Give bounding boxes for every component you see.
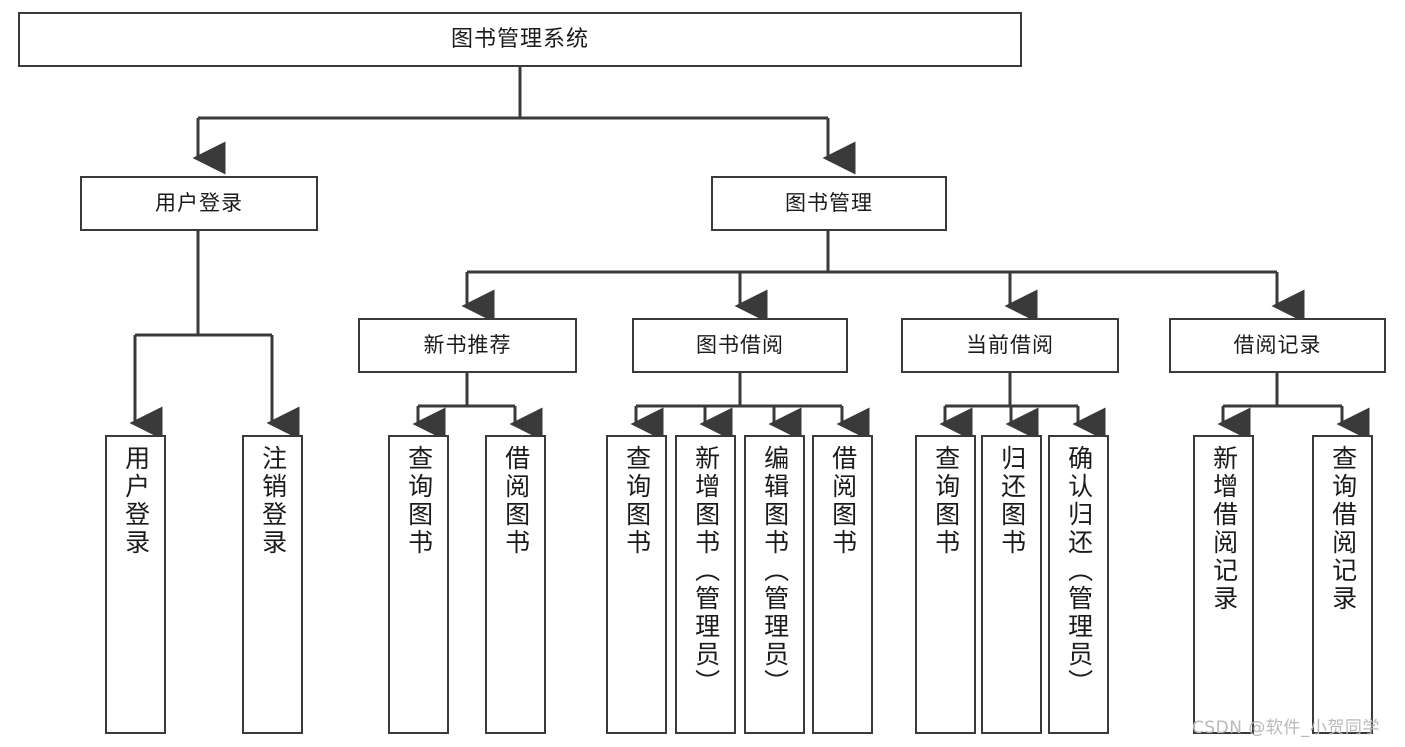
node-user-login[interactable]: 用户登录 (80, 176, 318, 231)
watermark: CSDN @软件_小贺同学 (1192, 718, 1380, 738)
leaf-query-borrow-record[interactable]: 查询借阅记录 (1312, 435, 1373, 734)
node-label: 查询图书 (622, 445, 652, 557)
node-label: 当前借阅 (966, 333, 1054, 357)
leaf-add-book-admin[interactable]: 新增图书（管理员） (675, 435, 736, 734)
node-label: 编辑图书（管理员） (760, 445, 790, 697)
node-label: 注销登录 (258, 445, 288, 557)
leaf-edit-book-admin[interactable]: 编辑图书（管理员） (744, 435, 805, 734)
leaf-borrow-book-new[interactable]: 借阅图书 (485, 435, 546, 734)
leaf-add-borrow-record[interactable]: 新增借阅记录 (1193, 435, 1254, 734)
node-label: 借阅记录 (1233, 333, 1322, 357)
node-label: 确认归还（管理员） (1064, 445, 1094, 697)
node-new-book-recommend[interactable]: 新书推荐 (358, 318, 577, 373)
node-root-library-system[interactable]: 图书管理系统 (18, 12, 1022, 67)
node-label: 查询图书 (931, 445, 961, 557)
leaf-user-logout[interactable]: 注销登录 (242, 435, 303, 734)
node-label: 图书管理 (785, 191, 873, 215)
node-label: 归还图书 (997, 445, 1027, 557)
node-label: 用户登录 (121, 445, 151, 557)
node-label: 新书推荐 (423, 333, 512, 357)
leaf-return-book[interactable]: 归还图书 (981, 435, 1042, 734)
node-label: 新增图书（管理员） (691, 445, 721, 697)
node-book-management[interactable]: 图书管理 (711, 176, 947, 231)
node-label: 借阅图书 (501, 445, 531, 557)
leaf-borrow-book[interactable]: 借阅图书 (812, 435, 873, 734)
leaf-user-login[interactable]: 用户登录 (105, 435, 166, 734)
node-borrow-record[interactable]: 借阅记录 (1169, 318, 1386, 373)
node-label: 查询借阅记录 (1328, 445, 1358, 613)
node-book-borrow[interactable]: 图书借阅 (632, 318, 848, 373)
leaf-query-book-new[interactable]: 查询图书 (388, 435, 449, 734)
node-label: 查询图书 (404, 445, 434, 557)
node-label: 用户登录 (155, 191, 243, 215)
node-label: 借阅图书 (828, 445, 858, 557)
leaf-query-book-borrow[interactable]: 查询图书 (606, 435, 667, 734)
leaf-query-book-current[interactable]: 查询图书 (915, 435, 976, 734)
leaf-confirm-return-admin[interactable]: 确认归还（管理员） (1048, 435, 1109, 734)
node-current-borrow[interactable]: 当前借阅 (901, 318, 1119, 373)
node-label: 图书借阅 (696, 333, 784, 357)
node-label: 图书管理系统 (450, 26, 589, 52)
node-label: 新增借阅记录 (1209, 445, 1239, 613)
